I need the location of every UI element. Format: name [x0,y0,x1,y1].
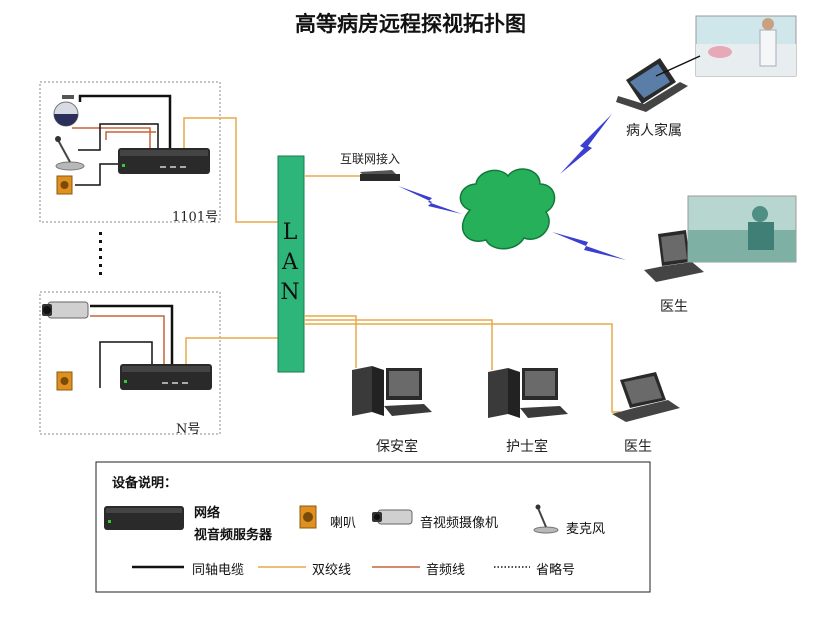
legend-camera-icon [372,509,413,525]
router-icon [360,170,400,181]
room-n-box [39,291,221,435]
legend-title: 设备说明： [112,476,178,491]
security-room-label: 保安室 [376,439,418,455]
legend-server-icon [104,506,184,530]
legend-coax-label: 同轴电缆 [192,563,245,578]
lan-local-wiring [304,315,620,413]
legend-twisted-label: 双绞线 [312,563,352,578]
desktop-pc-icon [352,366,432,416]
dome-camera-icon [53,95,79,127]
internet-access-label: 互联网接入 [340,152,401,166]
av-server-icon [120,364,212,390]
doctor-photo [687,195,797,263]
diagram-title: 高等病房远程探视拓扑图 [295,11,526,36]
speaker-icon [56,175,73,195]
lan-letter: L [282,220,298,245]
lan-label: L A N [276,218,304,308]
av-server-icon [118,148,210,174]
desktop-pc-icon [488,368,568,418]
patient-family-photo [695,15,797,77]
legend-speaker-label: 喇叭 [330,516,357,531]
microphone-icon [55,136,85,171]
room-1101-wiring [72,94,278,223]
ellipsis-dots [99,232,102,275]
legend-speaker-icon [299,505,317,529]
room-1101-box [39,81,221,223]
laptop-icon [612,372,680,422]
lan-switch [277,155,305,373]
box-camera-icon [42,301,89,319]
legend-mic-label: 麦克风 [566,522,606,537]
legend-box [95,461,651,593]
laptop-icon [644,230,704,282]
nurse-station-label: 护士室 [506,439,548,455]
local-doctor-label: 医生 [624,439,652,455]
room-1101-label: 1101号 [172,210,219,225]
wireless-link-icons [398,114,626,260]
legend-server-label-1: 网络 [194,506,221,521]
room-n-wiring [90,304,278,388]
lan-letter: N [280,280,300,305]
speaker-icon [56,371,73,391]
patient-family-label: 病人家属 [626,123,682,139]
room-n-label: N号 [176,422,201,437]
lan-letter: A [282,250,298,275]
legend-camera-label: 音视频摄像机 [420,516,499,531]
legend-audio-label: 音频线 [426,563,466,578]
legend-server-label-2: 视音频服务器 [194,528,273,543]
legend-mic-icon [533,504,559,534]
remote-doctor-label: 医生 [660,299,688,315]
legend-ellipsis-label: 省略号 [536,563,576,578]
internet-cloud-icon [459,168,556,250]
laptop-icon [616,58,688,112]
